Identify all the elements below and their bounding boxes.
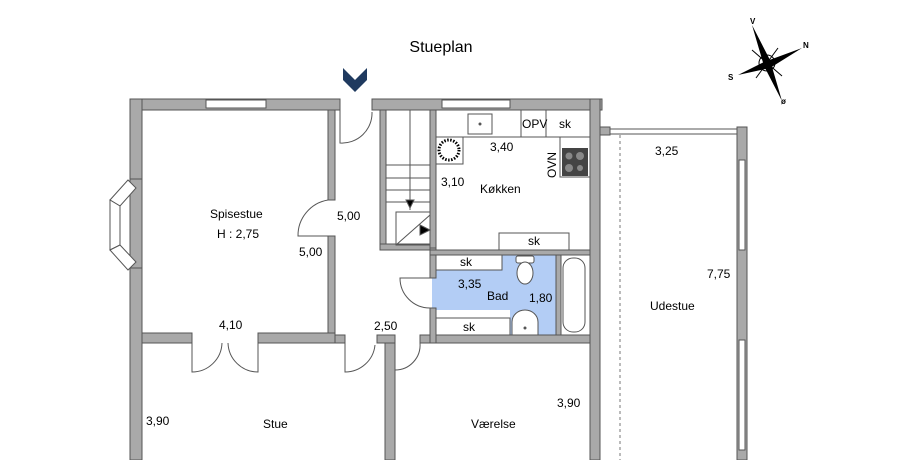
- window: [738, 339, 746, 451]
- bathtub-icon: [562, 257, 586, 333]
- compass-north-label: N: [803, 41, 809, 50]
- window: [205, 99, 267, 109]
- dimension: 7,75: [707, 267, 731, 281]
- room-labels: Spisestue H : 2,75 4,10 5,00 5,00 2,50 3…: [146, 117, 731, 431]
- bath-fixtures: [511, 254, 591, 336]
- label-ovn: OVN: [545, 152, 559, 178]
- dimension: 3,90: [557, 396, 581, 410]
- dimension: 3,25: [655, 144, 679, 158]
- label-sk: sk: [528, 234, 541, 248]
- dimension: 3,40: [490, 140, 514, 154]
- room-name-vaerelse: Værelse: [471, 417, 516, 431]
- dimension: 3,35: [458, 277, 482, 291]
- compass-east-label: ø: [781, 97, 786, 106]
- stove-icon: [562, 148, 588, 176]
- dimension: 5,00: [299, 245, 323, 259]
- entrance-marker-icon: [343, 68, 367, 92]
- room-height-spisestue: H : 2,75: [217, 227, 259, 241]
- dimension: 4,10: [219, 318, 243, 332]
- label-opv: OPV: [522, 117, 547, 131]
- room-name-bad: Bad: [487, 289, 508, 303]
- doors: [191, 110, 431, 373]
- dimension: 3,10: [441, 175, 465, 189]
- compass-west-label: V: [750, 17, 756, 26]
- room-name-stue: Stue: [263, 417, 288, 431]
- label-sk: sk: [460, 255, 473, 269]
- plan-title: Stueplan: [409, 39, 472, 56]
- window: [738, 159, 746, 251]
- compass-icon: V N S ø: [728, 17, 809, 106]
- kitchen-fixtures: [435, 109, 591, 336]
- washbasin-icon: [511, 309, 539, 336]
- walls: [109, 98, 748, 460]
- dimension: 2,50: [374, 319, 398, 333]
- window: [441, 99, 511, 109]
- fan-icon: [437, 138, 461, 162]
- room-name-kokken: Køkken: [480, 182, 521, 196]
- label-sk: sk: [559, 117, 572, 131]
- label-sk: sk: [463, 320, 476, 334]
- staircase: [385, 109, 432, 246]
- dimension: 3,90: [146, 414, 170, 428]
- room-name-udestue: Udestue: [650, 299, 695, 313]
- dimension: 1,80: [529, 291, 553, 305]
- dimension: 5,00: [337, 209, 361, 223]
- compass-south-label: S: [728, 73, 734, 82]
- room-name-spisestue: Spisestue: [210, 207, 263, 221]
